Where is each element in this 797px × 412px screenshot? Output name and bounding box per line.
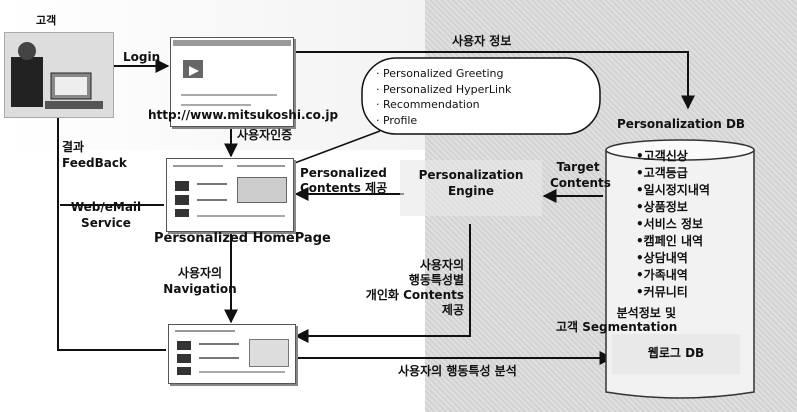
personalized-homepage-screen xyxy=(166,158,294,232)
service-label: Service xyxy=(56,216,156,230)
personalized-contents-label-2: Contents 제공 xyxy=(300,181,387,195)
navigation-screen xyxy=(168,324,296,384)
personalization-db-items: •고객신상 •고객등급 •일시정지내역 •상품정보 •서비스 정보 •캠페인 내… xyxy=(636,148,710,301)
bubble-item: · Personalized Greeting xyxy=(376,66,511,82)
db-item: •커뮤니티 xyxy=(636,284,710,301)
bubble-item: · Recommendation xyxy=(376,97,511,113)
db-item: •일시정지내역 xyxy=(636,182,710,199)
engine-label-1: Personalization xyxy=(404,168,538,182)
db-item: •고객신상 xyxy=(636,148,710,165)
auth-label: 사용자인증 xyxy=(237,128,292,142)
bubble-item: · Personalized HyperLink xyxy=(376,82,511,98)
contents-label: Contents xyxy=(550,176,606,190)
login-label: Login xyxy=(123,50,160,64)
customer-label: 고객 xyxy=(36,14,56,28)
behavior-contents-label-3: 개인화 Contents xyxy=(344,288,464,302)
segmentation-label-1: 분석정보 및 xyxy=(580,306,676,320)
db-item: •상담내역 xyxy=(636,250,710,267)
weblog-db-label: 웹로그 DB xyxy=(612,346,740,360)
customer-figure xyxy=(4,32,114,118)
feedback-label: FeedBack xyxy=(62,156,127,170)
personalization-db-title: Personalization DB xyxy=(596,117,766,131)
personalized-homepage-label: Personalized HomePage xyxy=(154,232,331,246)
user-info-label: 사용자 정보 xyxy=(452,34,511,48)
db-item: •고객등급 xyxy=(636,165,710,182)
bubble-list: · Personalized Greeting · Personalized H… xyxy=(376,66,511,128)
bubble-item: · Profile xyxy=(376,113,511,129)
behavior-contents-label-2: 행동특성별 xyxy=(364,273,464,287)
result-label: 결과 xyxy=(62,140,84,154)
navigation-label-2: Navigation xyxy=(160,282,240,296)
target-label: Target xyxy=(550,160,606,174)
personalized-contents-label-1: Personalized xyxy=(300,166,387,180)
behavior-contents-label-1: 사용자의 xyxy=(384,258,464,272)
navigation-label-1: 사용자의 xyxy=(160,266,240,280)
db-item: •상품정보 xyxy=(636,199,710,216)
engine-label-2: Engine xyxy=(404,184,538,198)
customer-icon xyxy=(5,33,113,117)
web-email-label: Web/eMail xyxy=(56,200,156,214)
db-item: •서비스 정보 xyxy=(636,216,710,233)
db-item: •가족내역 xyxy=(636,267,710,284)
bubble-pointer xyxy=(292,131,380,164)
website-url[interactable]: http://www.mitsukoshi.co.jp xyxy=(148,108,338,122)
behavior-analysis-label: 사용자의 행동특성 분석 xyxy=(398,364,517,378)
segmentation-label-2: 고객 Segmentation xyxy=(556,320,676,334)
db-item: •캠페인 내역 xyxy=(636,233,710,250)
behavior-contents-label-4: 제공 xyxy=(384,303,464,317)
